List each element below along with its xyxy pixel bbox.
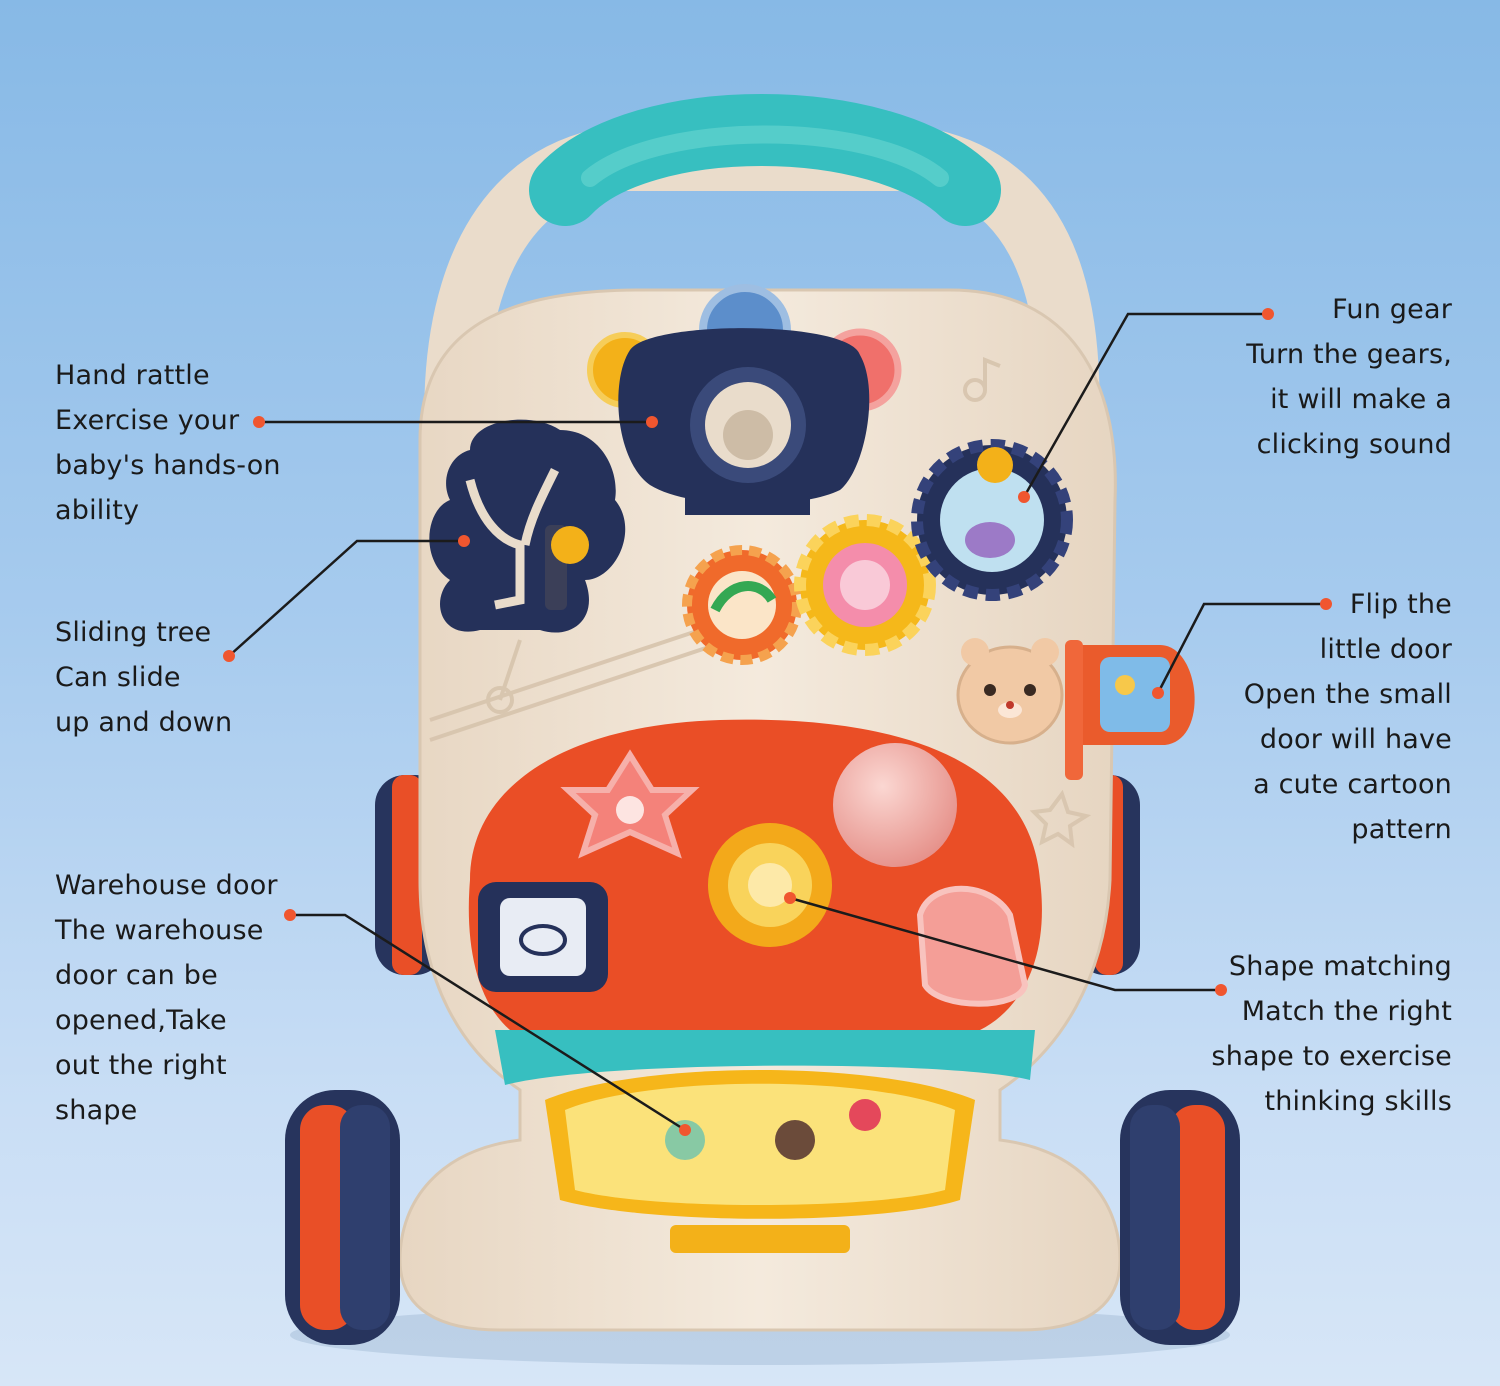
callout-hand-rattle: Hand rattle Exercise your baby's hands-o… [55, 353, 281, 533]
callout-text: baby's hands-on [55, 450, 281, 481]
star-shape-piece[interactable] [560, 749, 700, 859]
callout-flip-door: Flip the little door Open the small door… [1244, 582, 1452, 852]
leader-shape-matching [789, 896, 1221, 992]
callout-fun-gear: Fun gear Turn the gears, it will make a … [1246, 287, 1452, 467]
leader-warehouse-door [290, 913, 686, 1132]
callout-text: pattern [1351, 814, 1452, 845]
teal-band [495, 1030, 1035, 1085]
callout-text: clicking sound [1256, 429, 1452, 460]
triangle-shape-piece[interactable] [916, 885, 1029, 1007]
leader-fun-gear [1022, 312, 1268, 498]
gear-orange[interactable] [682, 545, 802, 665]
callout-title: Fun gear [1332, 294, 1452, 325]
callout-text: The warehouse [55, 915, 264, 946]
square-shape-piece[interactable] [478, 882, 608, 992]
callout-text: Open the small [1243, 679, 1452, 710]
warehouse-door[interactable] [545, 1070, 975, 1253]
pink-ball[interactable] [833, 743, 957, 867]
callout-title: Flip the [1349, 589, 1452, 620]
callout-text: shape to exercise [1211, 1041, 1452, 1072]
bear-face [956, 638, 1064, 745]
callout-text: up and down [55, 707, 233, 738]
callout-title: Shape matching [1228, 951, 1452, 982]
callout-text: Can slide [55, 662, 181, 693]
callout-warehouse-door: Warehouse door The warehouse door can be… [55, 863, 278, 1133]
front-wheel-right [1120, 1090, 1240, 1345]
callout-text: ability [55, 495, 140, 526]
callout-text: it will make a [1270, 384, 1452, 415]
callout-text: thinking skills [1264, 1086, 1452, 1117]
callout-title: Warehouse door [55, 870, 278, 901]
callout-leaders [228, 312, 1326, 1132]
callout-text: Match the right [1241, 996, 1452, 1027]
callout-text: little door [1319, 634, 1452, 665]
gear-navy[interactable] [911, 439, 1073, 601]
callout-text: door will have [1259, 724, 1452, 755]
callout-text: out the right [55, 1050, 227, 1081]
round-button-yellow[interactable] [708, 823, 832, 947]
callout-text: opened,Take [55, 1005, 227, 1036]
callout-text: Exercise your [55, 405, 240, 436]
callout-title: Sliding tree [55, 617, 212, 648]
callout-sliding-tree: Sliding tree Can slide up and down [55, 610, 232, 745]
flip-door[interactable] [1065, 640, 1195, 780]
leader-sliding-tree [228, 539, 464, 657]
callout-text: shape [55, 1095, 138, 1126]
front-wheel-left [285, 1090, 400, 1345]
callout-text: a cute cartoon [1253, 769, 1452, 800]
callout-text: door can be [55, 960, 218, 991]
gear-yellow[interactable] [794, 514, 936, 656]
callout-title: Hand rattle [55, 360, 210, 391]
leader-flip-door [1156, 602, 1326, 694]
callout-dots [223, 308, 1332, 1136]
hand-rattle[interactable] [618, 328, 870, 515]
sliding-tree[interactable] [429, 419, 626, 633]
callout-text: Turn the gears, [1246, 339, 1452, 370]
callout-shape-matching: Shape matching Match the right shape to … [1211, 944, 1452, 1124]
